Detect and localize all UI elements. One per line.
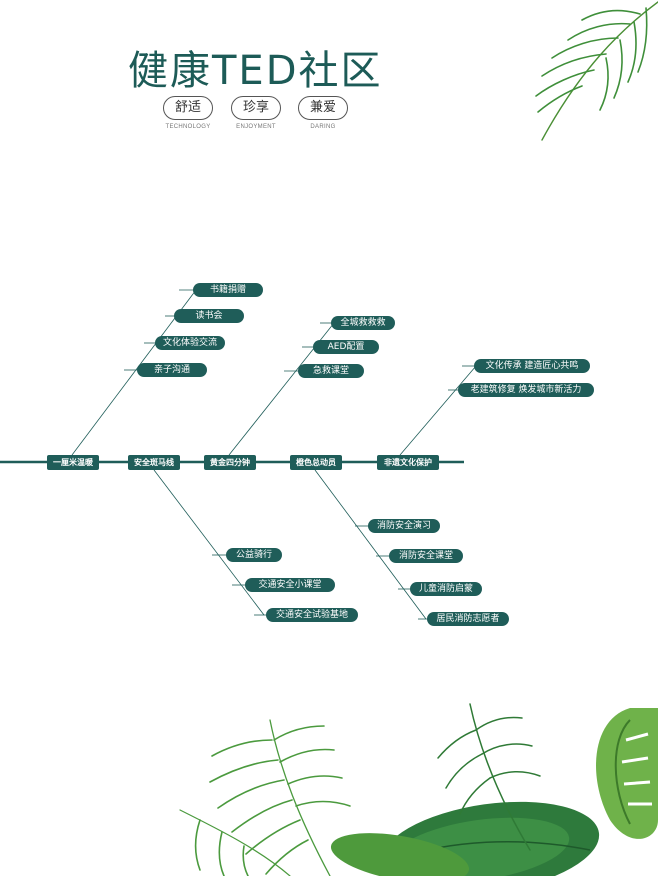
branch-zebra <box>153 469 265 616</box>
branch-node: 急救课堂 <box>298 364 364 378</box>
fern-leaf-bottom-icon <box>179 719 351 876</box>
branch-node: 公益骑行 <box>226 548 282 562</box>
palm-leaf-top-icon <box>535 1 658 141</box>
branch-node: 消防安全课堂 <box>389 549 463 563</box>
branch-node: 文化传承 建造匠心共鸣 <box>474 359 590 373</box>
branch-node: 交通安全小课堂 <box>245 578 335 592</box>
tropical-leaves-bottom-icon <box>330 703 658 876</box>
branch-node: 文化体验交流 <box>155 336 225 350</box>
spine-node-golden: 黄金四分钟 <box>204 455 256 470</box>
branch-node: 交通安全试验基地 <box>266 608 358 622</box>
branch-node: 消防安全演习 <box>368 519 440 533</box>
pill-label: 珍享 <box>231 96 281 120</box>
branch-node: 居民消防志愿者 <box>427 612 509 626</box>
pill-sub: ENJOYMENT <box>236 124 276 130</box>
pill-comfort: 舒适 TECHNOLOGY <box>158 96 218 130</box>
pill-enjoy: 珍享 ENJOYMENT <box>226 96 286 130</box>
branch-node: 全城救救救 <box>331 316 395 330</box>
branch-node: 亲子沟通 <box>137 363 207 377</box>
spine-node-zebra: 安全斑马线 <box>128 455 180 470</box>
page-title: 健康TED社区 <box>128 48 383 94</box>
branch-node: AED配置 <box>313 340 379 354</box>
pill-love: 兼爱 DARING <box>293 96 353 130</box>
spine-node-warmth: 一厘米温暖 <box>47 455 99 470</box>
pill-sub: DARING <box>310 124 336 130</box>
pill-label: 兼爱 <box>298 96 348 120</box>
spine-node-orange: 橙色总动员 <box>290 455 342 470</box>
branch-orange <box>314 469 427 620</box>
branch-node: 儿童消防启蒙 <box>410 582 482 596</box>
branch-node: 老建筑修复 焕发城市新活力 <box>458 383 594 397</box>
pill-sub: TECHNOLOGY <box>165 124 211 130</box>
branch-node: 书籍捐赠 <box>193 283 263 297</box>
branch-heritage <box>399 365 477 456</box>
branch-node: 读书会 <box>174 309 244 323</box>
spine-node-heritage: 非遗文化保护 <box>377 455 439 470</box>
pill-label: 舒适 <box>163 96 213 120</box>
